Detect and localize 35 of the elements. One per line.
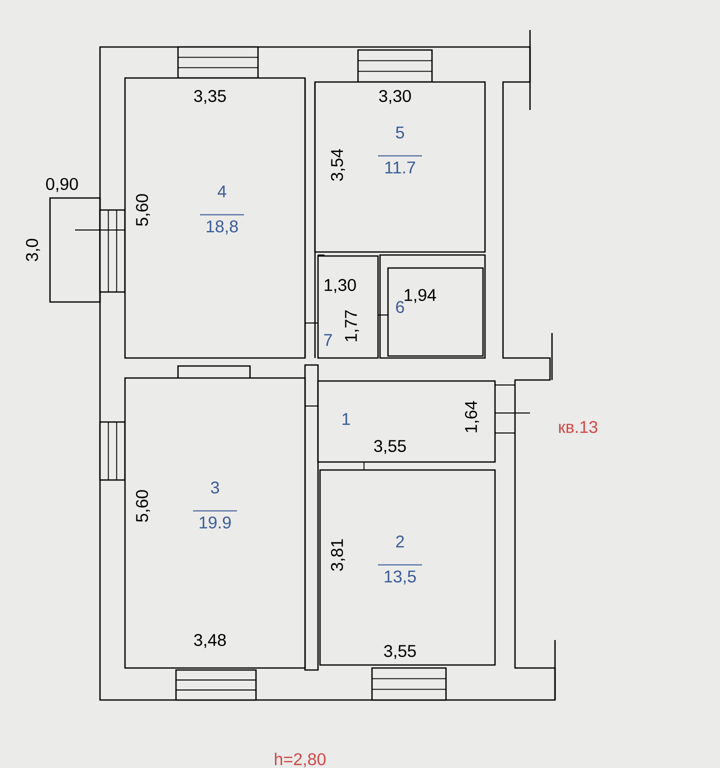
room [314, 81, 486, 253]
room-number: 5 [396, 126, 404, 139]
room [124, 77, 306, 359]
room-area: 18,8 [206, 220, 238, 234]
room [317, 255, 379, 359]
dimension-label: 5,60 [136, 194, 150, 226]
dimension-label: 1,94 [404, 288, 436, 304]
room-number: 4 [218, 186, 226, 198]
dimension-label: 3,48 [194, 634, 226, 648]
room-number: 7 [324, 334, 332, 346]
dimension-label: 3,35 [194, 90, 226, 104]
dimension-label: 3,55 [374, 440, 406, 454]
room-area: 13,5 [384, 570, 416, 585]
apartment-label: h=2,80 [274, 752, 326, 768]
room-number: 3 [210, 481, 219, 494]
room-number: 1 [342, 413, 350, 425]
room-number: 2 [396, 535, 404, 548]
room [387, 267, 484, 357]
apartment-label: кв.13 [559, 420, 598, 434]
room-area: 11.7 [385, 162, 416, 174]
room [317, 380, 496, 463]
dimension-label: 3,55 [384, 644, 416, 660]
dimension-label: 1,77 [345, 310, 359, 342]
room [124, 377, 306, 669]
room-number: 6 [396, 300, 404, 314]
dimension-label: 0,90 [46, 178, 78, 192]
dimension-label: 3,30 [379, 90, 411, 104]
dimension-label: 3,54 [330, 148, 346, 181]
dimension-label: 3,81 [330, 539, 346, 571]
dimension-label: 1,64 [464, 400, 480, 432]
dimension-label: 3,0 [26, 238, 40, 262]
dimension-label: 1,30 [324, 278, 356, 294]
dimension-label: 5,60 [136, 490, 150, 522]
room-area: 19.9 [200, 516, 231, 529]
room [319, 469, 496, 666]
